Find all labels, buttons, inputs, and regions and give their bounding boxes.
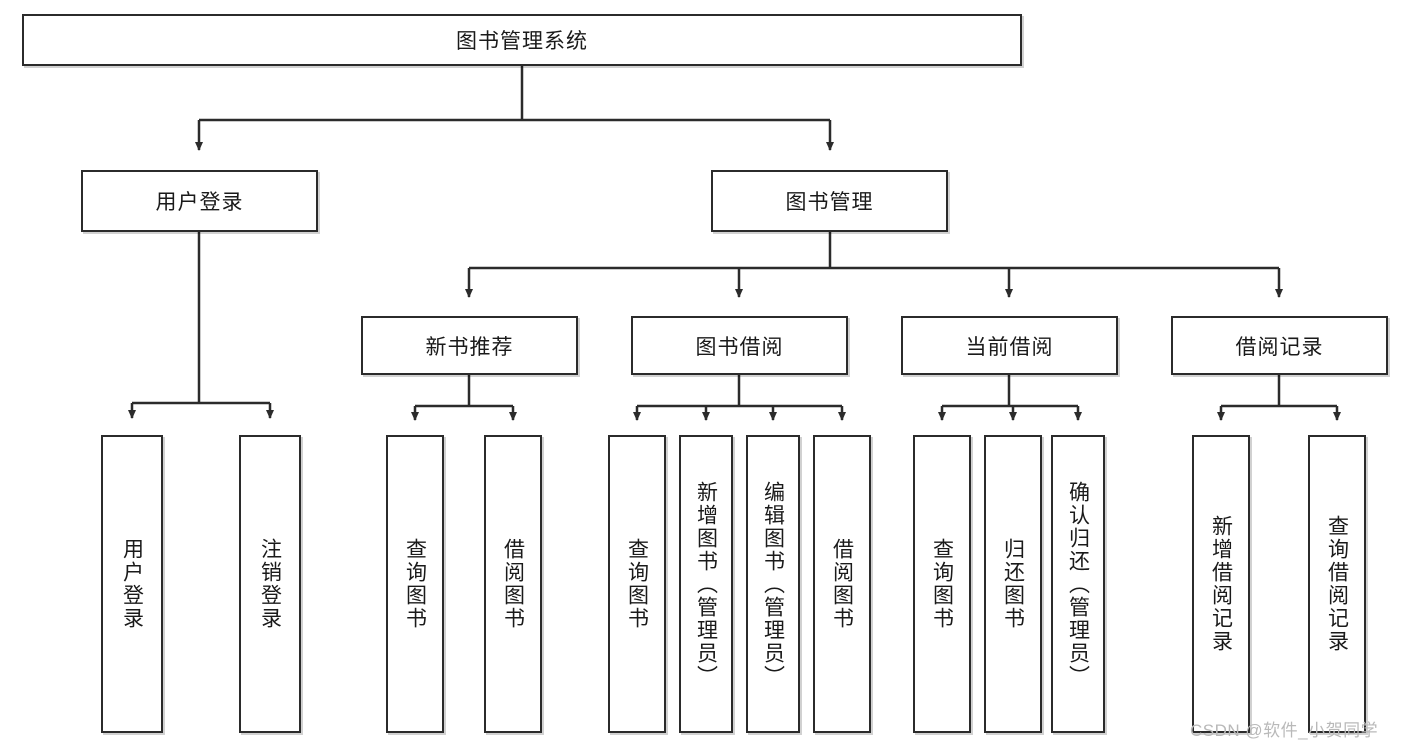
- node-user-login-label: 用户登录: [155, 191, 244, 214]
- node-leaf-query-book-b[interactable]: 查询图书: [608, 435, 666, 733]
- node-leaf-user-login-label: 用户登录: [120, 538, 144, 630]
- node-leaf-borrow-book-a-label: 借阅图书: [501, 538, 525, 630]
- node-borrow-record[interactable]: 借阅记录: [1171, 316, 1388, 375]
- node-book-borrow-label: 图书借阅: [695, 335, 784, 359]
- node-user-login[interactable]: 用户登录: [81, 170, 318, 232]
- node-leaf-edit-book-label: 编辑图书（管理员）: [761, 480, 785, 688]
- node-leaf-return-book-label: 归还图书: [1001, 538, 1025, 630]
- node-leaf-add-record[interactable]: 新增借阅记录: [1192, 435, 1250, 733]
- node-leaf-add-book-label: 新增图书（管理员）: [694, 480, 718, 688]
- node-leaf-query-book-a-label: 查询图书: [403, 538, 427, 630]
- node-leaf-user-login[interactable]: 用户登录: [101, 435, 163, 733]
- node-current-borrow-label: 当前借阅: [965, 335, 1054, 359]
- node-leaf-query-book-b-label: 查询图书: [625, 538, 649, 630]
- node-leaf-query-book-c[interactable]: 查询图书: [913, 435, 971, 733]
- node-leaf-user-logout-label: 注销登录: [258, 538, 282, 630]
- node-new-book-recommend[interactable]: 新书推荐: [361, 316, 578, 375]
- node-current-borrow[interactable]: 当前借阅: [901, 316, 1118, 375]
- node-leaf-borrow-book-b[interactable]: 借阅图书: [813, 435, 871, 733]
- node-leaf-edit-book[interactable]: 编辑图书（管理员）: [746, 435, 800, 733]
- node-leaf-query-book-a[interactable]: 查询图书: [386, 435, 444, 733]
- csdn-watermark: CSDN @软件_小贺同学: [1190, 721, 1379, 740]
- node-new-book-recommend-label: 新书推荐: [425, 335, 514, 359]
- node-leaf-query-record[interactable]: 查询借阅记录: [1308, 435, 1366, 733]
- node-borrow-record-label: 借阅记录: [1235, 335, 1324, 359]
- node-leaf-user-logout[interactable]: 注销登录: [239, 435, 301, 733]
- node-book-management[interactable]: 图书管理: [711, 170, 948, 232]
- node-leaf-confirm-return[interactable]: 确认归还（管理员）: [1051, 435, 1105, 733]
- node-leaf-borrow-book-b-label: 借阅图书: [830, 538, 854, 630]
- node-leaf-return-book[interactable]: 归还图书: [984, 435, 1042, 733]
- node-book-management-label: 图书管理: [785, 191, 874, 214]
- node-leaf-add-book[interactable]: 新增图书（管理员）: [679, 435, 733, 733]
- node-leaf-confirm-return-label: 确认归还（管理员）: [1066, 480, 1090, 688]
- node-leaf-query-record-label: 查询借阅记录: [1325, 515, 1349, 653]
- node-root-label: 图书管理系统: [456, 30, 588, 53]
- node-leaf-add-record-label: 新增借阅记录: [1209, 515, 1233, 653]
- node-leaf-borrow-book-a[interactable]: 借阅图书: [484, 435, 542, 733]
- node-leaf-query-book-c-label: 查询图书: [930, 538, 954, 630]
- node-root[interactable]: 图书管理系统: [22, 14, 1022, 66]
- node-book-borrow[interactable]: 图书借阅: [631, 316, 848, 375]
